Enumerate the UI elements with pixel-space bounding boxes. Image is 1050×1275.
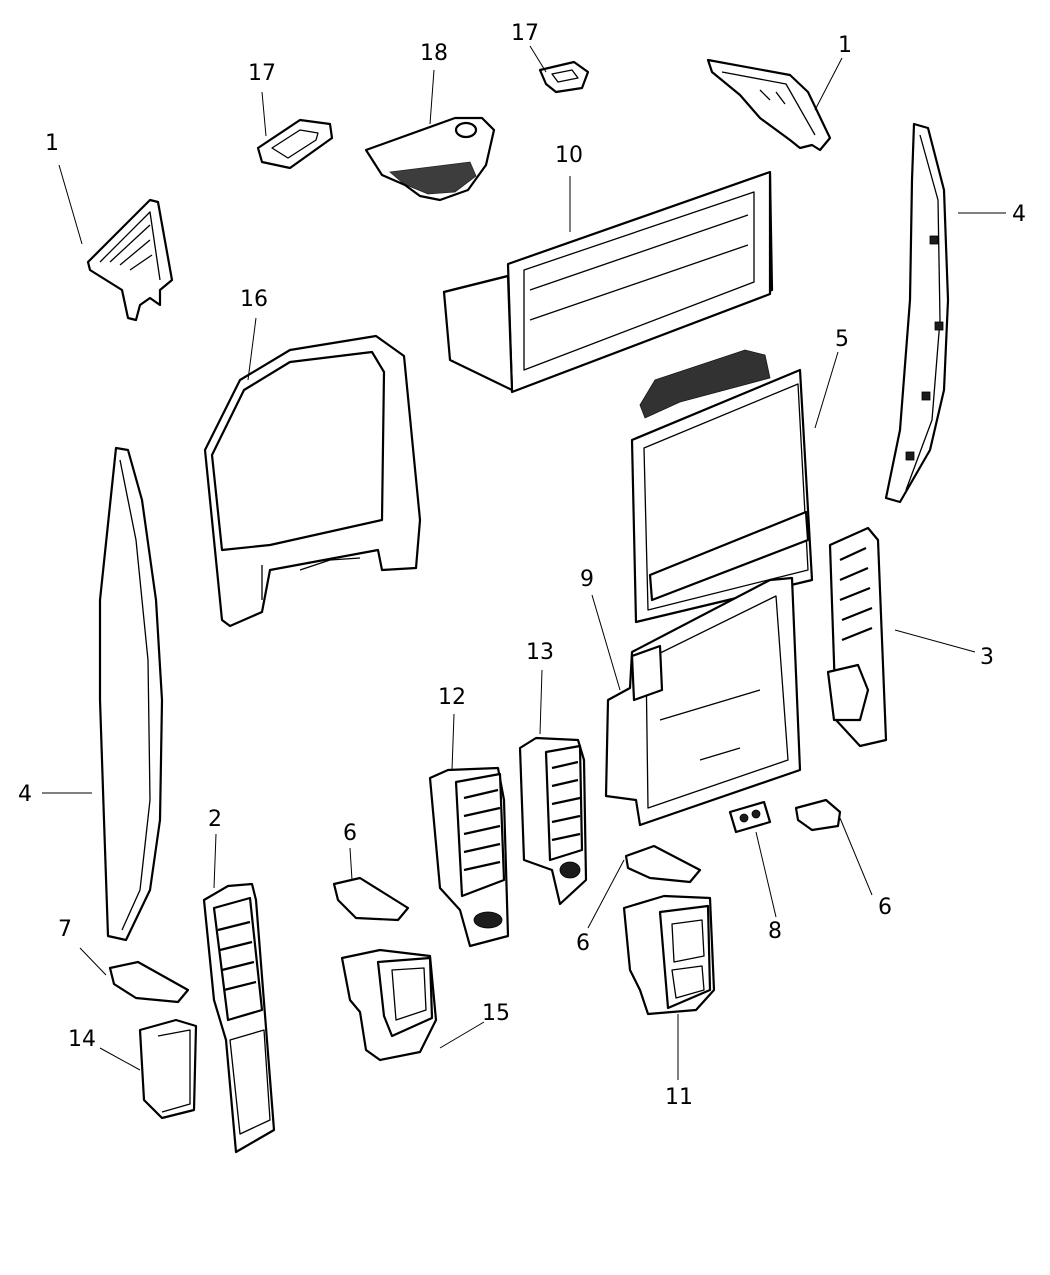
part-3-right-air-vent <box>826 526 888 748</box>
part-2-left-air-vent <box>202 882 276 1154</box>
part-14-bracket-box <box>138 1018 198 1120</box>
part-16-cluster-bezel <box>203 334 422 628</box>
callout-15: 15 <box>482 1001 510 1026</box>
part-8-switch <box>728 800 772 834</box>
part-15-lower-vent-bezel <box>340 948 438 1062</box>
part-10-upper-frame <box>442 170 774 394</box>
part-6-left-cover <box>332 876 410 922</box>
callout-4-right: 4 <box>1012 202 1026 227</box>
callout-13: 13 <box>526 640 554 665</box>
part-11-lower-vent-bezel <box>622 894 716 1016</box>
callout-18: 18 <box>420 41 448 66</box>
callout-14: 14 <box>68 1027 96 1052</box>
callout-7: 7 <box>58 917 72 942</box>
callout-1-right: 1 <box>838 33 852 58</box>
part-6-right-cover <box>794 798 842 832</box>
part-12-center-air-vent-left <box>428 766 510 948</box>
leader-lines <box>42 45 1006 1080</box>
part-4-left-pillar-trim <box>98 446 164 942</box>
callout-6-center: 6 <box>576 931 590 956</box>
callout-2: 2 <box>208 807 222 832</box>
part-1-right-corner-bracket <box>706 58 832 152</box>
callout-17-right: 17 <box>511 21 539 46</box>
callout-16: 16 <box>240 287 268 312</box>
callout-11: 11 <box>665 1085 693 1110</box>
callout-3: 3 <box>980 645 994 670</box>
part-9-glove-box-bin <box>604 576 802 827</box>
callout-17-left: 17 <box>248 61 276 86</box>
part-7-cover <box>108 960 190 1004</box>
callout-labels: 1 1 2 3 4 4 5 6 6 6 7 8 9 10 11 12 13 14… <box>18 21 1026 1110</box>
part-6-center-cover <box>624 844 702 884</box>
callout-5: 5 <box>835 327 849 352</box>
callout-10: 10 <box>555 143 583 168</box>
callout-8: 8 <box>768 919 782 944</box>
part-1-left-corner-bracket <box>86 198 174 322</box>
callout-12: 12 <box>438 685 466 710</box>
part-4-right-pillar-trim <box>884 122 950 504</box>
callout-6-right: 6 <box>878 895 892 920</box>
part-13-center-air-vent-right <box>518 736 588 906</box>
callout-9: 9 <box>580 567 594 592</box>
part-5-glove-box-door <box>630 349 814 624</box>
callout-4-left: 4 <box>18 782 32 807</box>
part-17-right-clip <box>538 60 590 94</box>
callout-1-left: 1 <box>45 131 59 156</box>
part-18-top-bezel <box>364 116 496 202</box>
callout-6-left: 6 <box>343 821 357 846</box>
part-17-left-clip <box>256 118 334 170</box>
